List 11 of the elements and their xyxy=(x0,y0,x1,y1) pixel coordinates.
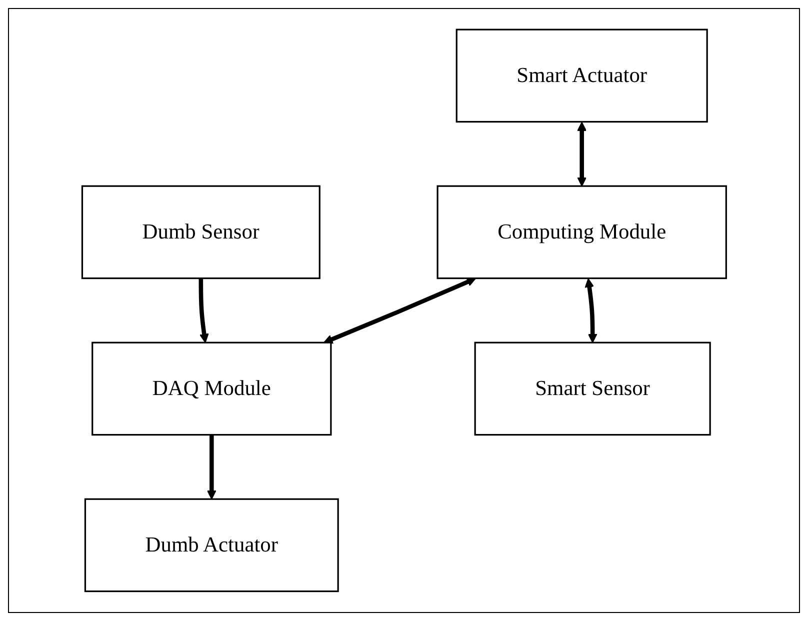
arrow xyxy=(584,278,598,344)
arrow xyxy=(576,122,586,187)
node-box: Dumb Actuator xyxy=(84,498,339,592)
arrow xyxy=(323,278,476,344)
arrow xyxy=(206,434,216,500)
node-box: Smart Actuator xyxy=(456,28,708,123)
node-box: Dumb Sensor xyxy=(81,185,320,280)
arrow xyxy=(198,278,209,344)
node-box: DAQ Module xyxy=(91,342,332,436)
node-box: Smart Sensor xyxy=(474,342,711,436)
node-box: Computing Module xyxy=(436,185,727,280)
